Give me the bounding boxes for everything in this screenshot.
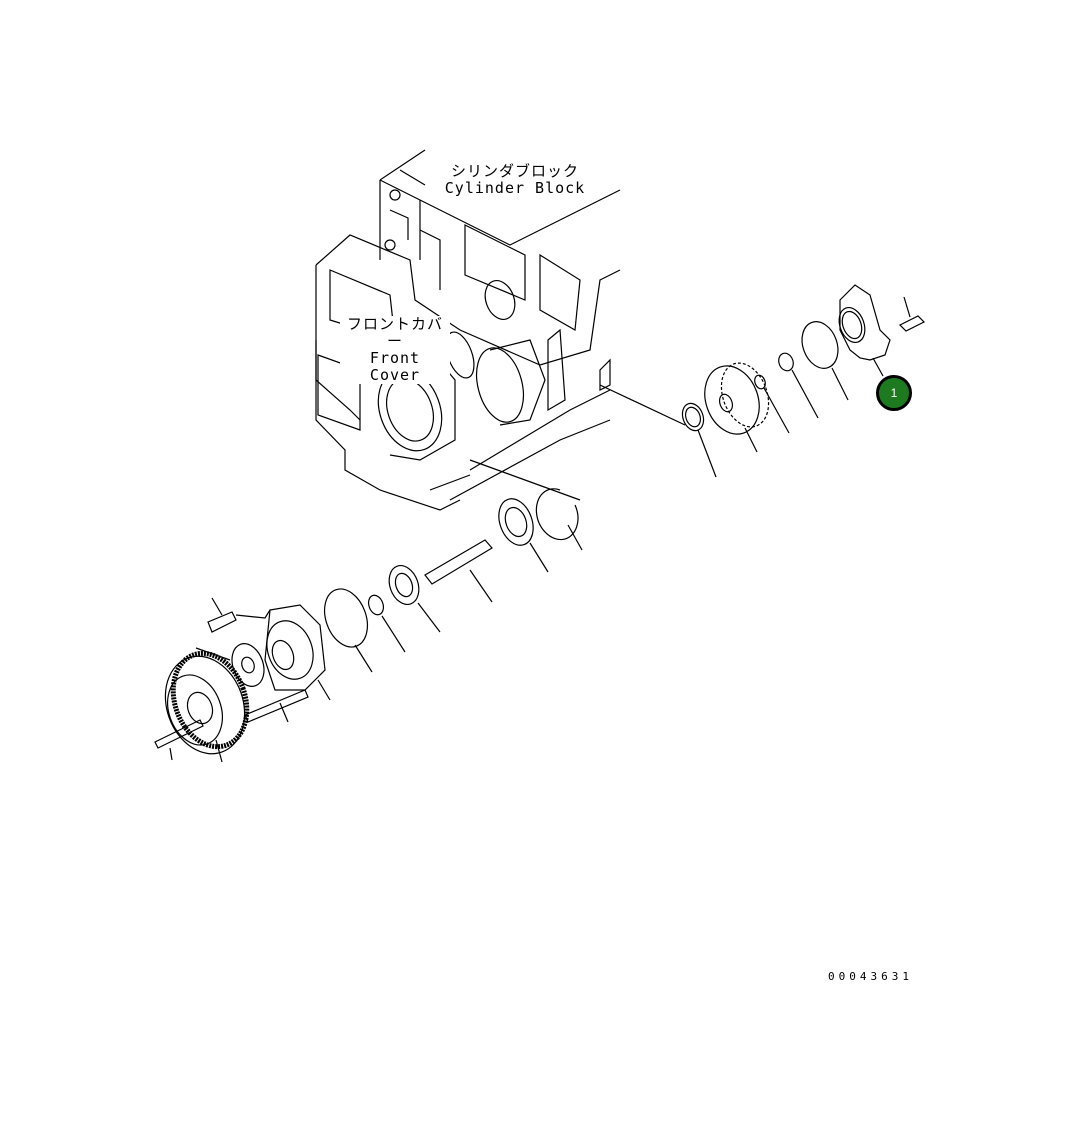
cylinder-block-label: シリンダブロック Cylinder Block bbox=[440, 163, 590, 197]
upper-parts bbox=[681, 284, 926, 478]
front-cover-label: フロントカバー Front Cover bbox=[340, 316, 450, 384]
front-cover-label-jp: フロントカバー bbox=[346, 315, 443, 350]
cylinder-block-label-en: Cylinder Block bbox=[444, 179, 586, 197]
leader-line bbox=[599, 384, 686, 426]
cylinder-block-label-jp: シリンダブロック bbox=[450, 162, 579, 180]
front-cover-label-en: Front Cover bbox=[369, 349, 421, 384]
drawing-number: 00043631 bbox=[828, 970, 913, 983]
part-callout-1[interactable]: 1 bbox=[876, 375, 912, 411]
middle-parts bbox=[323, 459, 583, 673]
lower-parts bbox=[154, 597, 331, 763]
